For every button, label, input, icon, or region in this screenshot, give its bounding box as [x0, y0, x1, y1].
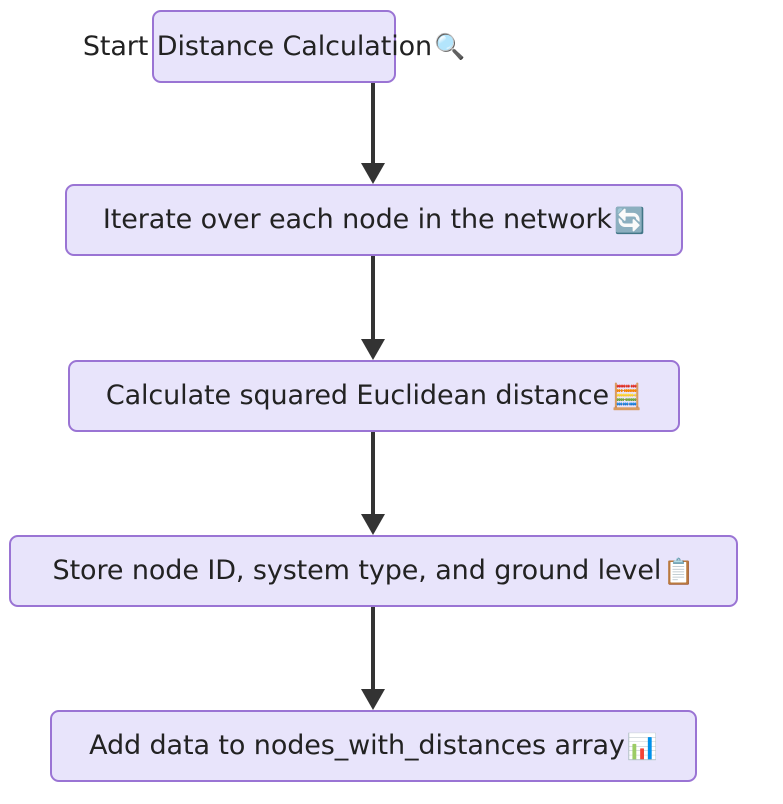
flowchart-node-iterate[interactable]: Iterate over each node in the network 🔄: [65, 184, 683, 256]
clipboard-icon: 📋: [663, 556, 695, 586]
arrowhead-icon: [361, 689, 385, 710]
edge-line: [371, 83, 375, 165]
node-label: Calculate squared Euclidean distance: [105, 380, 610, 412]
edge-calculate-to-store: [361, 432, 385, 535]
node-label: Iterate over each node in the network: [102, 204, 612, 236]
arrowhead-icon: [361, 163, 385, 184]
edge-start-to-iterate: [361, 83, 385, 184]
edge-line: [371, 607, 375, 691]
bar-chart-icon: 📊: [626, 731, 658, 761]
refresh-cycle-icon: 🔄: [613, 205, 646, 235]
edge-iterate-to-calculate: [361, 256, 385, 360]
flowchart-node-calculate[interactable]: Calculate squared Euclidean distance 🧮: [68, 360, 680, 432]
arrowhead-icon: [361, 339, 385, 360]
node-label: Add data to nodes_with_distances array: [89, 730, 625, 762]
edge-line: [371, 256, 375, 341]
flowchart-node-append[interactable]: Add data to nodes_with_distances array 📊: [50, 710, 697, 782]
flowchart-node-store[interactable]: Store node ID, system type, and ground l…: [9, 535, 738, 607]
node-label: Store node ID, system type, and ground l…: [52, 555, 662, 587]
abacus-icon: 🧮: [611, 381, 643, 411]
flowchart-node-start[interactable]: Start Distance Calculation 🔍: [83, 10, 465, 83]
edge-line: [371, 432, 375, 516]
magnifying-glass-icon: 🔍: [434, 32, 466, 61]
arrowhead-icon: [361, 514, 385, 535]
node-label: Start Distance Calculation: [82, 30, 433, 62]
edge-store-to-append: [361, 607, 385, 710]
